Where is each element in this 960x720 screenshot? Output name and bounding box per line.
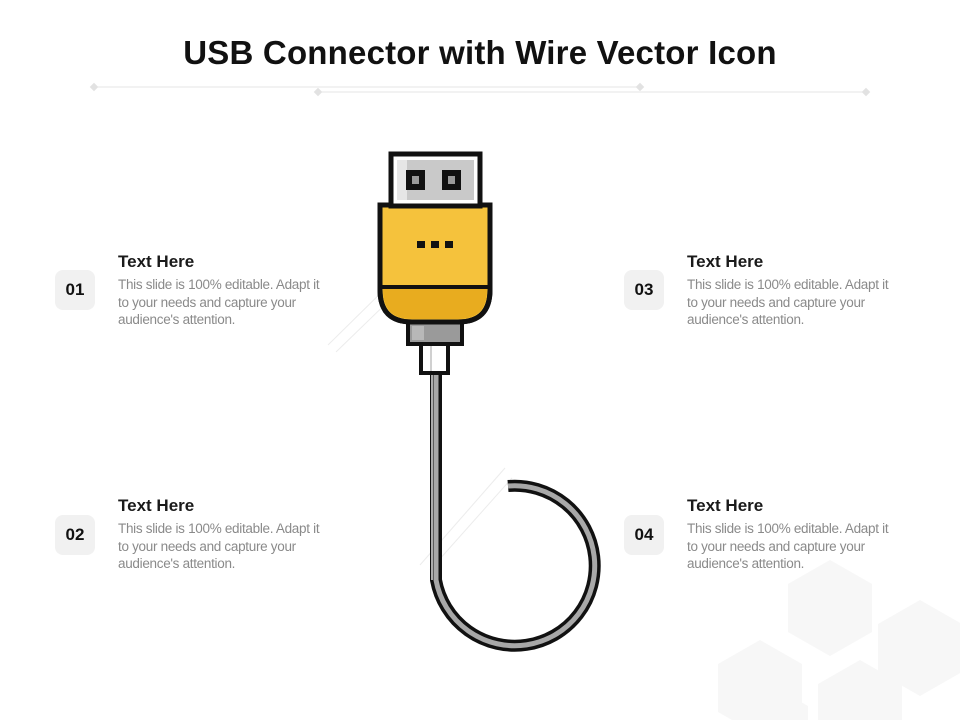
item-number-badge: 01 <box>55 270 95 310</box>
item-description: This slide is 100% editable. Adapt it to… <box>118 277 320 327</box>
item-number-badge: 02 <box>55 515 95 555</box>
item-number: 01 <box>65 280 85 299</box>
item-description: This slide is 100% editable. Adapt it to… <box>687 521 889 571</box>
item-number: 04 <box>634 525 654 544</box>
item-description: This slide is 100% editable. Adapt it to… <box>118 521 320 571</box>
item-title: Text Here <box>687 496 764 515</box>
item-number-badge: 04 <box>624 515 664 555</box>
wire-cable-icon <box>430 372 601 652</box>
item-title: Text Here <box>687 252 764 271</box>
item-number: 02 <box>65 525 85 544</box>
item-number: 03 <box>634 280 654 299</box>
item-description: This slide is 100% editable. Adapt it to… <box>687 277 889 327</box>
item-title: Text Here <box>118 496 195 515</box>
item-number-badge: 03 <box>624 270 664 310</box>
slide-title: USB Connector with Wire Vector Icon <box>183 34 777 71</box>
item-title: Text Here <box>118 252 195 271</box>
